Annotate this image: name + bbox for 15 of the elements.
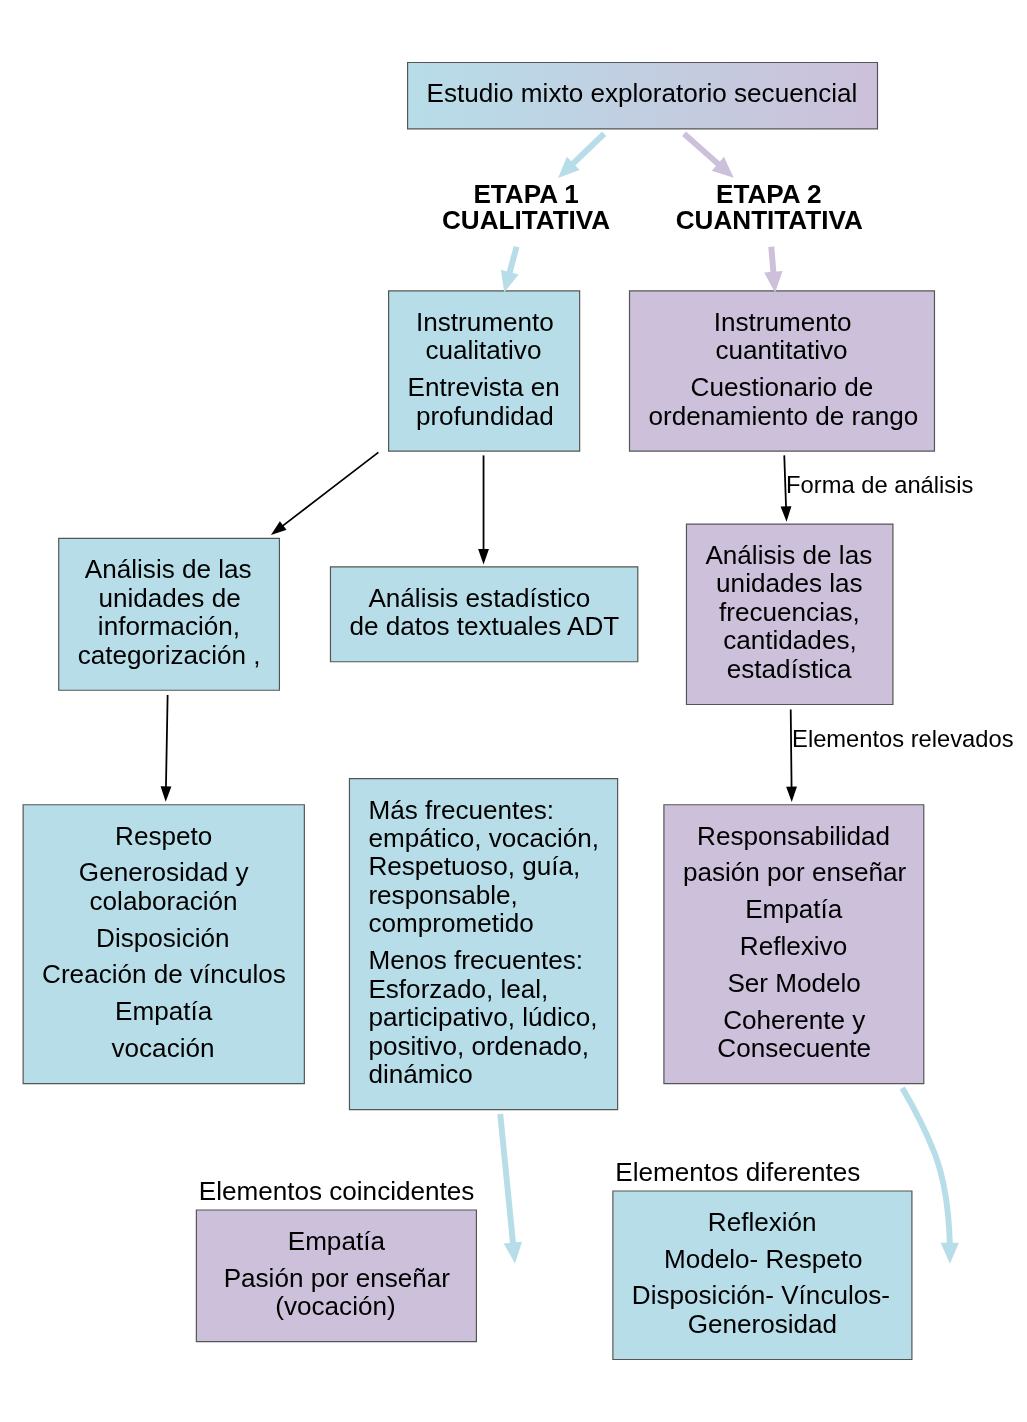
arrow [786,708,797,803]
arrow [160,694,172,802]
arrow [500,246,520,293]
node-label: Elementos diferentes [615,1157,861,1188]
arrow [478,454,489,565]
arrow [270,451,380,535]
arrow [780,454,792,522]
edge-label: Elementos relevados [792,726,1014,753]
edge-label: Forma de análisis [786,472,974,499]
arrow [764,246,783,293]
node-text: ETAPA 2 CUANTITATIVA [675,179,863,236]
arrow [682,131,734,178]
node-text: ETAPA 1 CUALITATIVA [442,179,611,236]
node-label: Elementos coincidentes [198,1176,475,1207]
arrow [558,131,607,178]
